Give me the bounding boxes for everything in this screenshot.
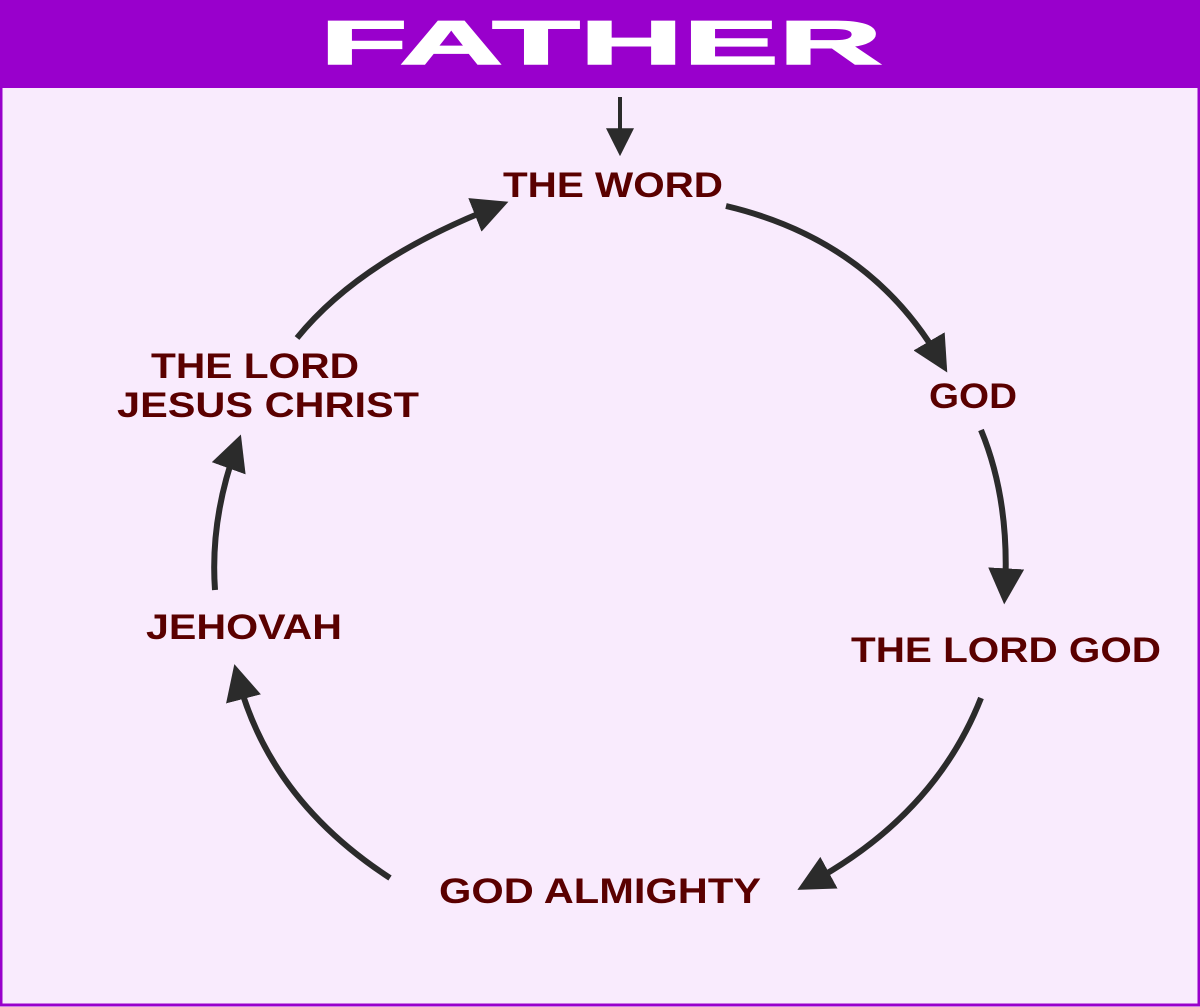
node-jesus-christ: JESUS CHRIST bbox=[117, 386, 419, 425]
god-to-lord-god-arrow bbox=[978, 428, 1025, 605]
lord-jesus-to-word-arrow bbox=[294, 198, 509, 340]
header-title: FATHER bbox=[320, 9, 882, 78]
almighty-to-jehovah-arrow bbox=[226, 664, 392, 881]
diagram-panel bbox=[0, 78, 1200, 1007]
header-bar bbox=[0, 0, 1200, 88]
node-jehovah: JEHOVAH bbox=[146, 608, 342, 647]
word-to-god-arrow bbox=[725, 203, 948, 373]
node-god-almighty: GOD ALMIGHTY bbox=[439, 872, 761, 911]
node-the-lord: THE LORD bbox=[151, 347, 359, 386]
jehovah-to-lord-jesus-arrow bbox=[211, 434, 246, 591]
node-god: GOD bbox=[929, 377, 1017, 416]
node-the-word: THE WORD bbox=[503, 166, 723, 205]
lord-god-to-almighty-arrow bbox=[797, 696, 984, 890]
node-the-lord-god: THE LORD GOD bbox=[851, 631, 1161, 670]
